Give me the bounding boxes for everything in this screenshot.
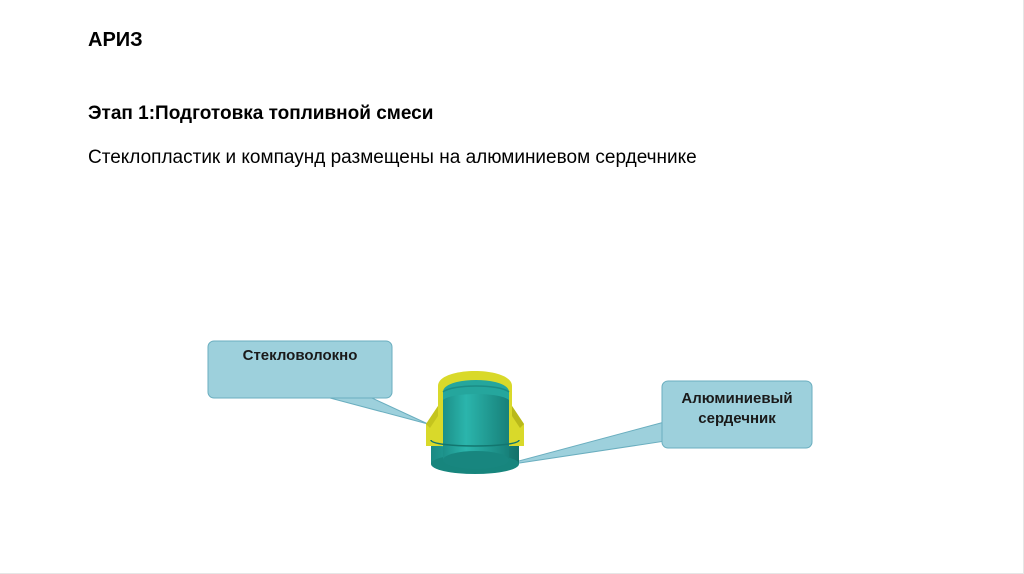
stage-description: Стеклопластик и компаунд размещены на ал… xyxy=(88,147,697,168)
aluminum-core-shape xyxy=(431,430,519,474)
disc-top-shadow xyxy=(430,439,520,447)
fiberglass-shell-shape xyxy=(426,371,524,446)
core-callout-pointer xyxy=(499,419,673,467)
core-cylinder-shape xyxy=(442,380,510,469)
stage-heading: Этап 1:Подготовка топливной смеси xyxy=(88,103,434,124)
fiberglass-callout-pointer xyxy=(329,397,429,425)
aluminum-core-callout-label: Алюминиевый сердечник xyxy=(681,390,793,427)
slide-title: АРИЗ xyxy=(88,29,143,51)
fiberglass-callout-label: Стекловолокно xyxy=(242,347,358,364)
